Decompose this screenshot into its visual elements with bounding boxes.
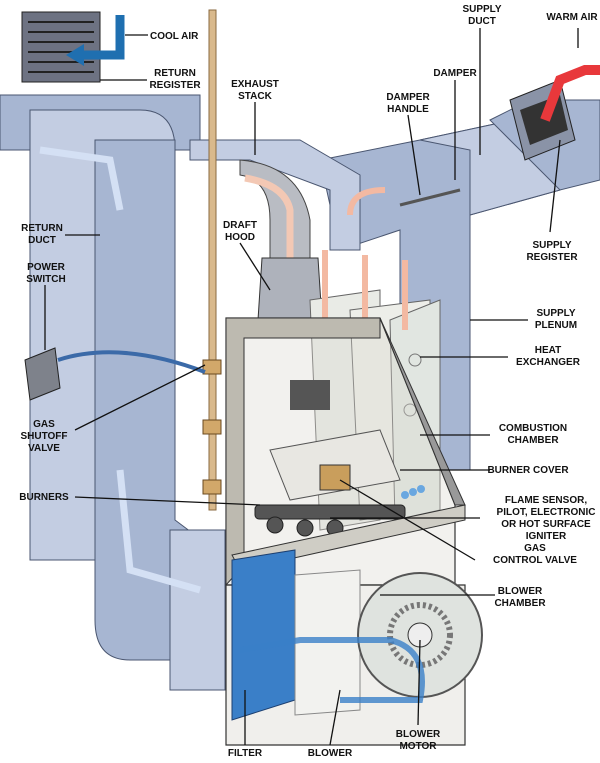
flames — [401, 485, 425, 499]
warm-air-arrow — [540, 65, 600, 122]
control-board — [290, 380, 330, 410]
burners — [254, 504, 406, 537]
supply-register — [509, 79, 576, 161]
blower-section — [225, 504, 483, 746]
power-switch — [24, 347, 61, 401]
leader-lines — [44, 28, 579, 746]
gas-shutoff-valve — [202, 359, 222, 495]
return-flow-arrow-lower — [116, 469, 201, 594]
return-register — [21, 11, 101, 83]
return-flow-arrow — [39, 146, 124, 211]
label-damper: DAMPER — [433, 68, 477, 79]
blower-flow-arrow — [239, 637, 425, 703]
return-duct — [0, 94, 226, 691]
label-burner-cover: BURNER COVER — [487, 465, 569, 476]
cool-air-arrowhead — [66, 44, 84, 66]
hot-air-arrows — [322, 187, 408, 330]
label-cool-air: COOL AIR — [150, 31, 199, 42]
cool-air-arrow — [80, 15, 125, 60]
gas-pipe — [208, 9, 217, 511]
power-cable — [57, 350, 206, 374]
gas-control-valve — [319, 464, 351, 491]
damper-handle — [399, 188, 461, 207]
label-blower: BLOWER — [308, 748, 353, 759]
filter — [231, 549, 296, 721]
label-burners: BURNERS — [19, 492, 69, 503]
label-filter: FILTER — [228, 748, 263, 759]
exhaust-flow-arrow — [244, 174, 294, 300]
label-warm-air: WARM AIR — [546, 12, 598, 23]
